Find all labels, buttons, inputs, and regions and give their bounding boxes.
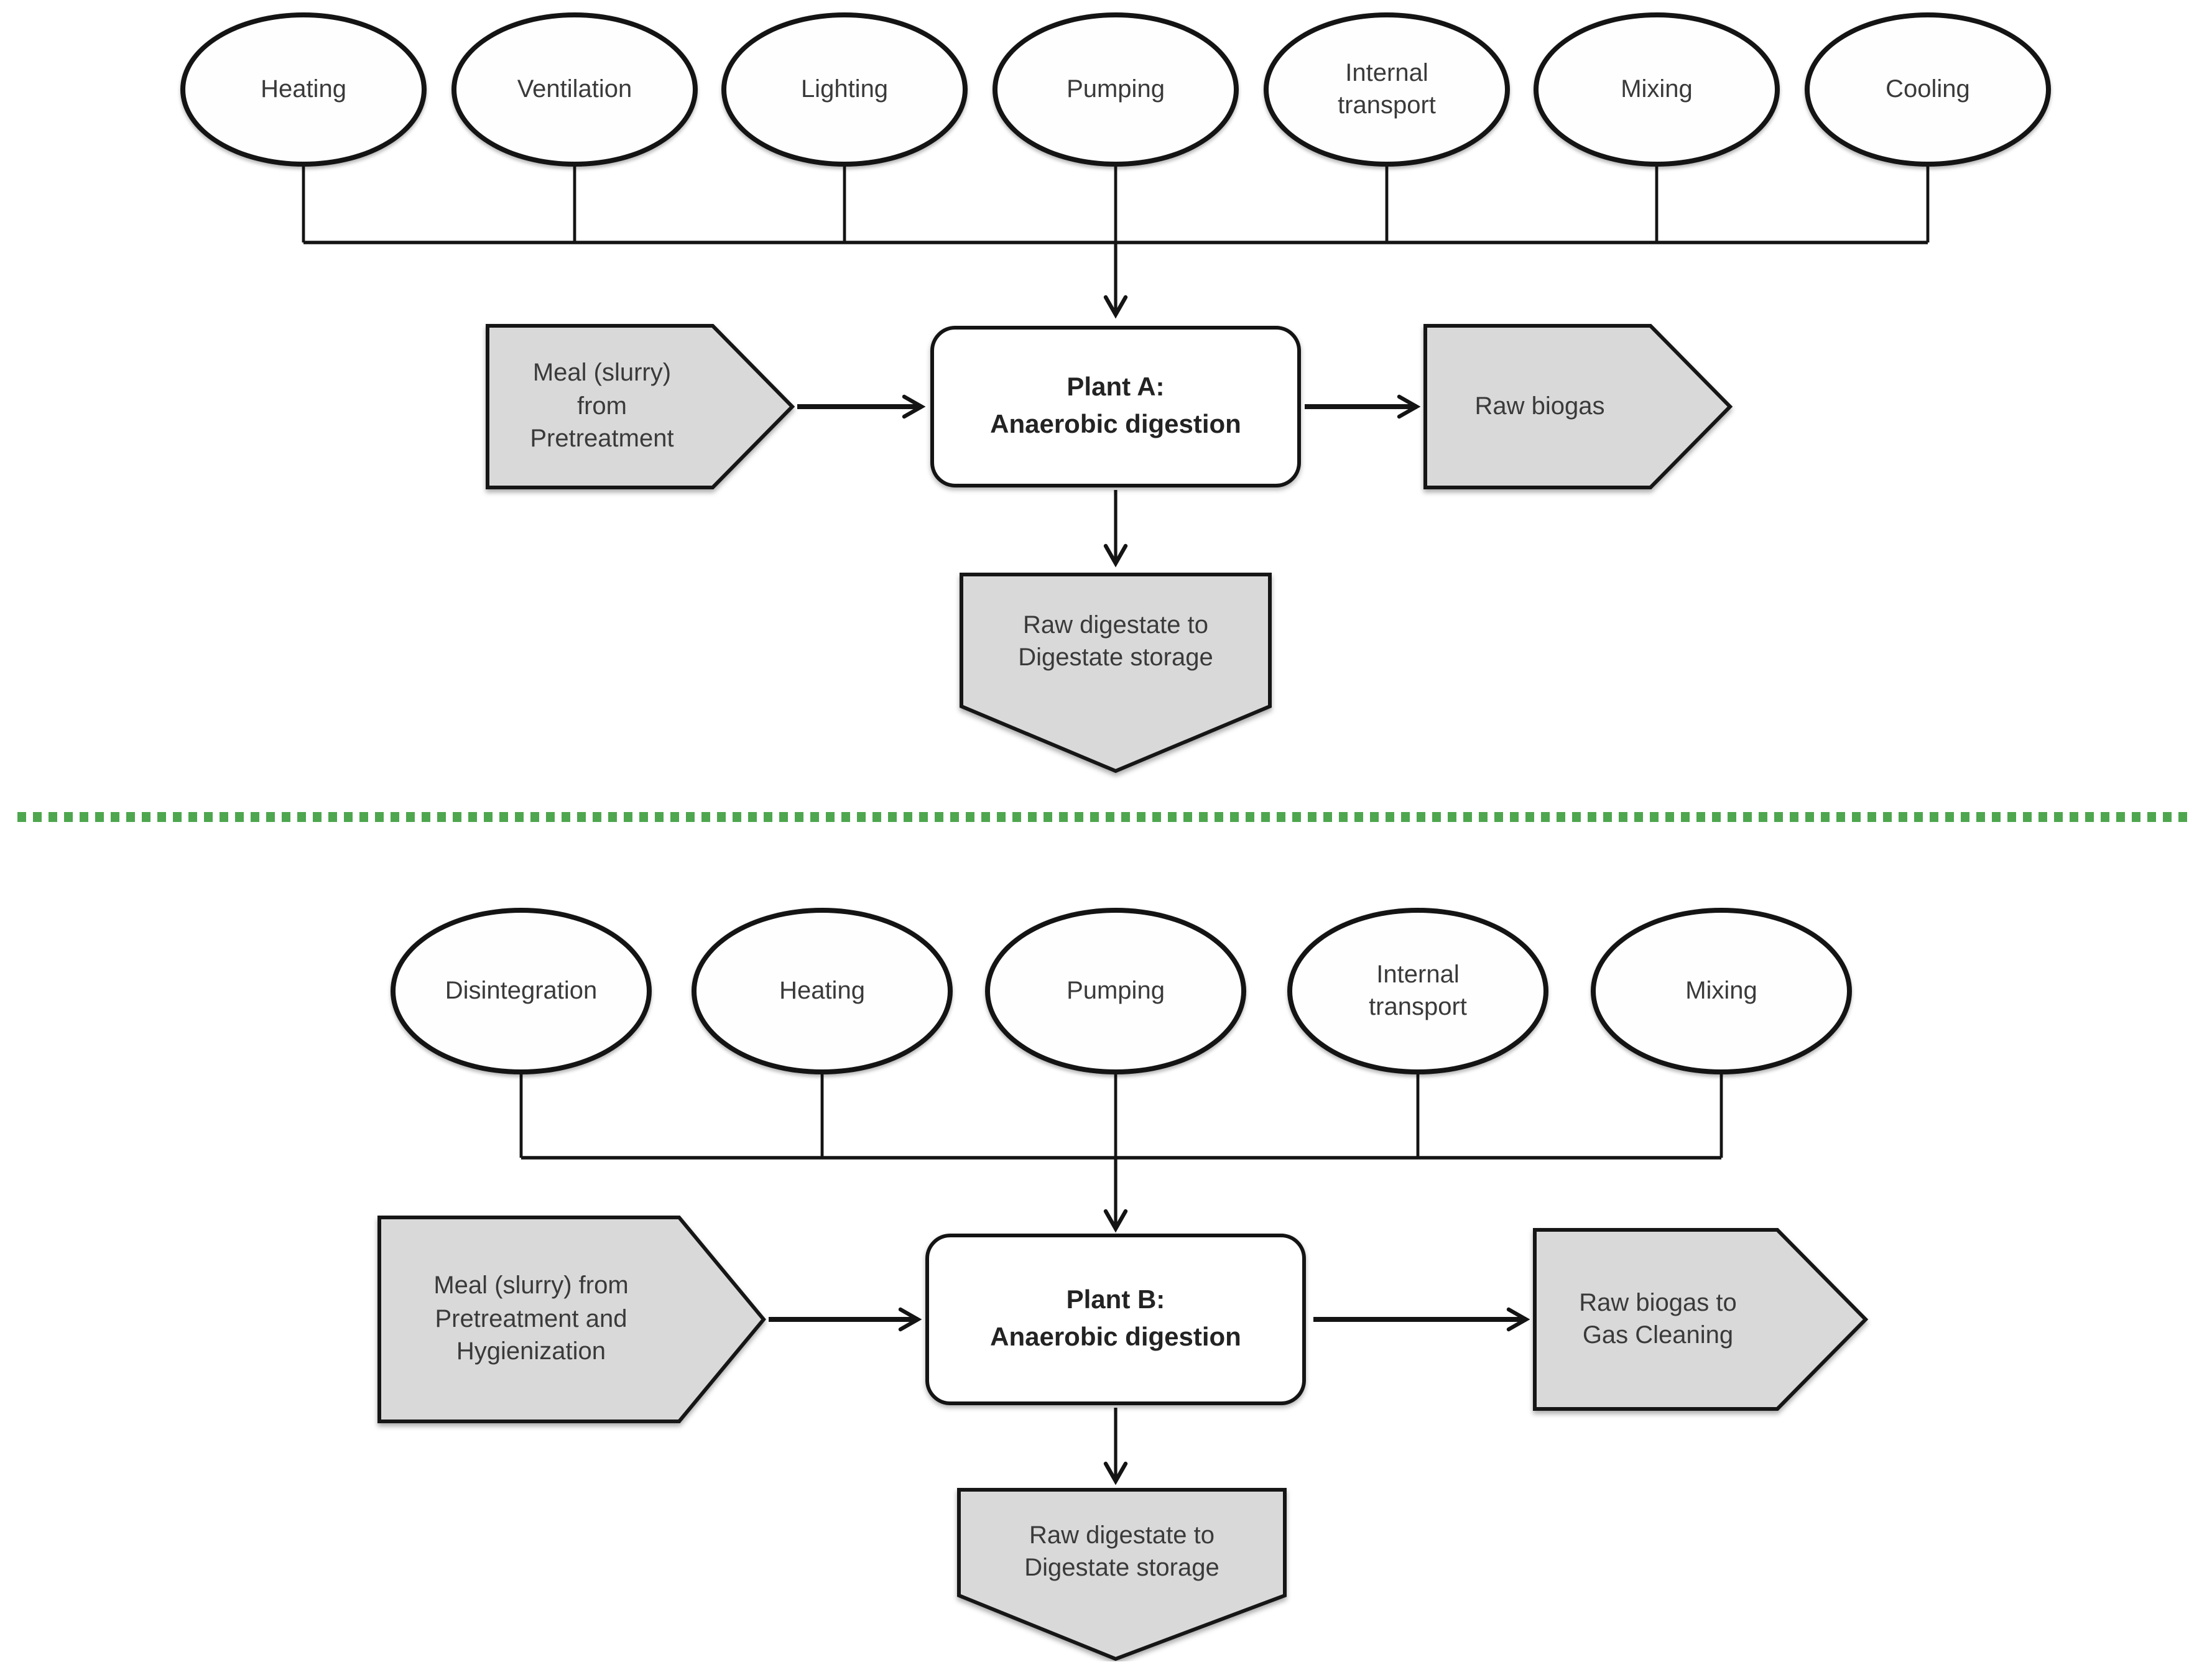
energy-ellipse-internal-transport-b: Internal transport — [1287, 908, 1548, 1074]
energy-label: Pumping — [1067, 75, 1165, 103]
energy-connectors-a — [302, 167, 1930, 244]
energy-ellipse-heating-a: Heating — [180, 12, 427, 167]
energy-label: Lighting — [800, 75, 889, 103]
process-box-plant-b: Plant B: Anaerobic digestion — [925, 1234, 1306, 1405]
energy-ellipse-internal-transport-a: Internal transport — [1264, 12, 1510, 167]
energy-ellipse-heating-b: Heating — [692, 908, 953, 1074]
input-pentagon-b — [377, 1216, 766, 1423]
output-biogas-pentagon-b — [1533, 1228, 1869, 1411]
energy-connectors-b — [519, 1074, 1723, 1160]
energy-ellipse-mixing-b: Mixing — [1591, 908, 1852, 1074]
energy-ellipse-pumping-a: Pumping — [993, 12, 1239, 167]
energy-ellipse-cooling-a: Cooling — [1805, 12, 2051, 167]
energy-ellipse-ventilation-a: Ventilation — [451, 12, 698, 167]
input-pentagon-a — [486, 324, 795, 489]
energy-ellipse-lighting-a: Lighting — [721, 12, 968, 167]
energy-label: Heating — [779, 977, 865, 1005]
output-biogas-pentagon-a — [1423, 324, 1733, 489]
energy-label: Internal transport — [1338, 59, 1436, 119]
energy-label: Ventilation — [517, 75, 632, 103]
process-label-plant-a: Plant A: Anaerobic digestion — [990, 372, 1241, 439]
energy-label: Mixing — [1621, 75, 1693, 103]
energy-label: Pumping — [1067, 977, 1165, 1005]
energy-label: Disintegration — [445, 977, 598, 1005]
output-digestate-pentagon-a — [960, 573, 1272, 773]
energy-ellipse-disintegration-b: Disintegration — [391, 908, 652, 1074]
energy-label: Internal transport — [1369, 961, 1467, 1021]
process-label-plant-b: Plant B: Anaerobic digestion — [990, 1285, 1241, 1352]
energy-label: Cooling — [1886, 75, 1970, 103]
process-box-plant-a: Plant A: Anaerobic digestion — [930, 326, 1301, 487]
energy-ellipse-mixing-a: Mixing — [1534, 12, 1780, 167]
energy-label: Heating — [261, 75, 346, 103]
output-digestate-pentagon-b — [957, 1488, 1287, 1661]
energy-ellipse-pumping-b: Pumping — [985, 908, 1246, 1074]
energy-label: Mixing — [1685, 977, 1757, 1005]
